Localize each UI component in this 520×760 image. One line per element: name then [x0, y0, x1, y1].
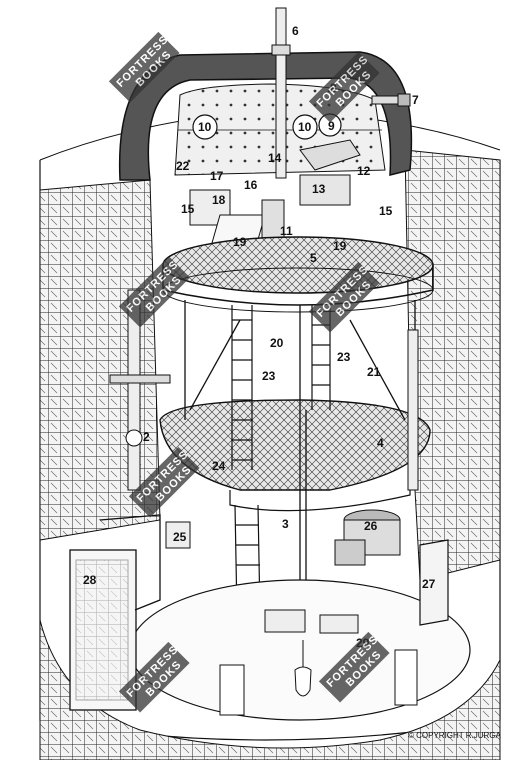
callout-28: 28: [83, 573, 97, 587]
callout-20: 20: [270, 336, 284, 350]
callout-10-left: 10: [198, 120, 212, 134]
entrance-doorway: [69, 514, 161, 711]
periscope-tube: [271, 7, 291, 179]
callout-21: 21: [367, 365, 381, 379]
callout-27: 27: [422, 577, 436, 591]
callout-18: 18: [212, 193, 226, 207]
callout-26: 26: [364, 519, 378, 533]
right-pipe-column: [407, 329, 419, 491]
callout-14: 14: [268, 151, 282, 165]
wall-hatch: [419, 539, 449, 626]
ventilation-pipe: [371, 93, 411, 107]
callout-15-left: 15: [181, 202, 195, 216]
callout-2: 2: [143, 430, 150, 444]
callout-24: 24: [212, 459, 226, 473]
electrical-box: [165, 521, 191, 549]
callout-25: 25: [173, 530, 187, 544]
callout-23-left: 23: [262, 369, 276, 383]
upper-platform: [162, 236, 434, 313]
floor-posts: [219, 649, 418, 716]
callout-13: 13: [312, 182, 326, 196]
callout-15-right: 15: [379, 204, 393, 218]
callout-5: 5: [310, 251, 317, 265]
callout-19-left: 19: [233, 235, 247, 249]
callout-12: 12: [357, 164, 371, 178]
callout-11: 11: [280, 224, 293, 238]
pump-unit: [334, 509, 401, 566]
callout-labels: 1 2 3 4 5 6 7 8 9 10 10 11 12 13 14 15 1…: [83, 24, 436, 650]
cupola-equipment: [189, 113, 361, 251]
callout-6: 6: [292, 24, 299, 38]
callout-17: 17: [210, 169, 224, 183]
left-pipe-column: [109, 289, 171, 491]
light-bulb: [294, 640, 312, 697]
callout-19-right: 19: [333, 239, 347, 253]
callout-3: 3: [282, 517, 289, 531]
callout-22: 22: [176, 159, 190, 173]
middle-platform: [159, 399, 431, 512]
callout-23-right: 23: [337, 350, 351, 364]
lower-chamber-floor: [129, 579, 471, 721]
reinforced-wall-right: [404, 149, 501, 581]
ladder-upper-left: [231, 305, 253, 470]
callout-4: 4: [377, 436, 384, 450]
callout-10-right: 10: [298, 120, 312, 134]
callout-7: 7: [412, 93, 419, 107]
callout-9: 9: [328, 119, 335, 133]
copyright-note: © COPYRIGHT R.JURGA: [408, 731, 502, 740]
callout-16: 16: [244, 178, 258, 192]
